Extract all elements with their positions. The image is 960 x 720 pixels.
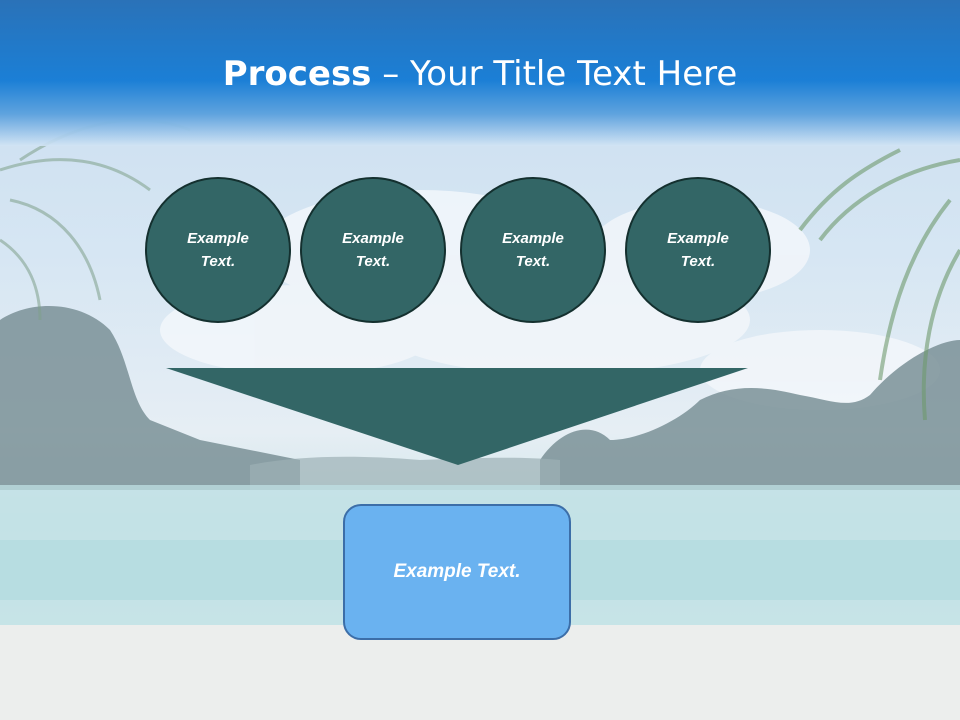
result-label: Example Text.	[393, 561, 521, 582]
process-circle-label: Example Text.	[667, 230, 729, 270]
process-circle-label: Example Text.	[502, 230, 564, 270]
process-circle-label: Example Text.	[342, 230, 404, 270]
title-banner	[0, 0, 960, 146]
process-circle-label: Example Text.	[187, 230, 249, 270]
title-rest: – Your Title Text Here	[371, 54, 738, 94]
process-circle-1: Example Text.	[145, 177, 291, 323]
title-bold: Process	[222, 54, 372, 94]
result-box: Example Text.	[343, 504, 571, 640]
process-circle-2: Example Text.	[300, 177, 446, 323]
process-circle-3: Example Text.	[460, 177, 606, 323]
process-circle-4: Example Text.	[625, 177, 771, 323]
slide-title: Process – Your Title Text Here	[0, 52, 960, 96]
